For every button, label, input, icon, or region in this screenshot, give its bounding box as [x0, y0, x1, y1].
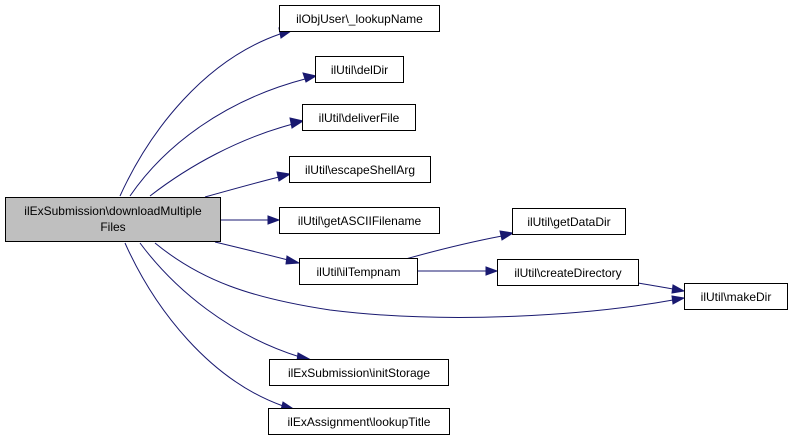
arrowhead-deliverFile	[289, 117, 305, 129]
node-root[interactable]: ilExSubmission\downloadMultiple Files	[5, 197, 221, 242]
node-delDir-label: ilUtil\delDir	[331, 63, 388, 77]
edge-root-to-deliverFile	[149, 123, 294, 197]
node-lookupTitle-label: ilExAssignment\lookupTitle	[288, 415, 431, 429]
arrowhead-getASCIIFilename	[267, 215, 281, 225]
node-deliverFile[interactable]: ilUtil\deliverFile	[302, 104, 416, 131]
node-lookupName-box	[279, 5, 440, 32]
node-delDir-box	[315, 56, 404, 83]
node-getDataDir-label: ilUtil\getDataDir	[527, 215, 610, 229]
arrowhead-makeDir-from-root	[671, 295, 686, 305]
arrowhead-delDir	[302, 72, 318, 83]
node-lookupTitle-box	[268, 408, 450, 435]
node-initStorage-label: ilExSubmission\initStorage	[288, 366, 430, 380]
node-createDirectory-label: ilUtil\createDirectory	[514, 266, 621, 280]
edge-root-to-escapeShellArg	[204, 176, 280, 198]
arrowhead-makeDir-from-createDirectory	[671, 284, 686, 294]
node-lookupName-label: ilObjUser\_lookupName	[296, 12, 423, 26]
node-createDirectory[interactable]: ilUtil\createDirectory	[497, 259, 639, 286]
node-root-box	[5, 197, 221, 242]
node-initStorage[interactable]: ilExSubmission\initStorage	[269, 359, 449, 386]
edges	[119, 27, 686, 411]
node-deliverFile-label: ilUtil\deliverFile	[319, 111, 400, 125]
node-makeDir-label: ilUtil\makeDir	[701, 290, 772, 304]
edge-root-to-lookupName	[119, 33, 281, 197]
node-getDataDir-box	[512, 208, 626, 235]
edge-createDirectory-to-makeDir	[637, 282, 674, 290]
node-escapeShellArg[interactable]: ilUtil\escapeShellArg	[289, 156, 431, 183]
node-getASCIIFilename-label: ilUtil\getASCIIFilename	[298, 214, 422, 228]
node-lookupTitle[interactable]: ilExAssignment\lookupTitle	[268, 408, 450, 435]
node-deliverFile-box	[302, 104, 416, 131]
edge-root-to-delDir	[129, 78, 306, 197]
edge-root-to-makeDir	[154, 242, 674, 318]
edge-root-to-initStorage	[139, 242, 301, 358]
node-initStorage-box	[269, 359, 449, 386]
node-createDirectory-box	[497, 259, 639, 286]
edge-root-to-lookupTitle	[124, 242, 284, 407]
node-ilTempnam-box	[299, 258, 418, 285]
arrowhead-escapeShellArg	[276, 171, 292, 182]
node-ilTempnam-label: ilUtil\ilTempnam	[316, 265, 400, 279]
node-getDataDir[interactable]: ilUtil\getDataDir	[512, 208, 626, 235]
node-delDir[interactable]: ilUtil\delDir	[315, 56, 404, 83]
node-makeDir[interactable]: ilUtil\makeDir	[684, 283, 788, 310]
arrowhead-ilTempnam	[285, 255, 301, 265]
node-escapeShellArg-label: ilUtil\escapeShellArg	[305, 163, 415, 177]
node-lookupName[interactable]: ilObjUser\_lookupName	[279, 5, 440, 32]
node-root-label-line2: Files	[100, 220, 125, 234]
edge-root-to-ilTempnam	[214, 241, 289, 261]
arrowhead-getDataDir	[499, 230, 515, 241]
node-getASCIIFilename[interactable]: ilUtil\getASCIIFilename	[279, 207, 440, 234]
node-makeDir-box	[684, 283, 788, 310]
node-getASCIIFilename-box	[279, 207, 440, 234]
arrowhead-createDirectory	[485, 266, 499, 276]
node-root-label-line1: ilExSubmission\downloadMultiple	[24, 204, 202, 218]
node-ilTempnam[interactable]: ilUtil\ilTempnam	[299, 258, 418, 285]
node-escapeShellArg-box	[289, 156, 431, 183]
